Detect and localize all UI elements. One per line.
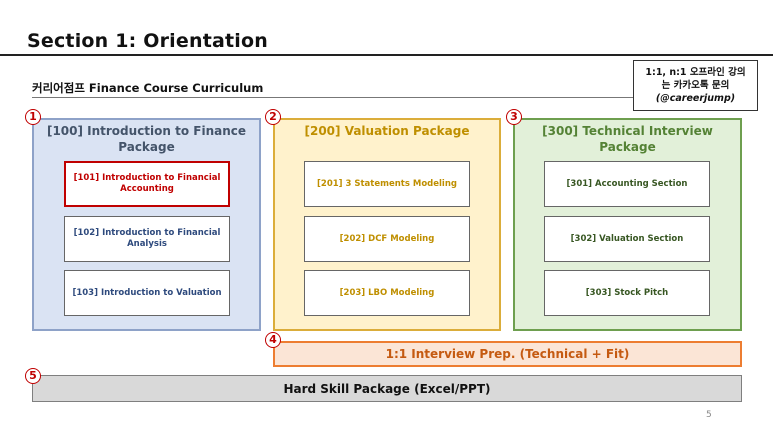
package-200-title: [200] Valuation Package	[304, 124, 470, 138]
contact-line-2: 는 카카오톡 문의	[661, 80, 730, 91]
package-100-title: [100] Introduction to Finance Package	[46, 124, 247, 154]
course-301[interactable]: [301] Accounting Section	[544, 161, 710, 207]
number-badge-3: 3	[506, 109, 522, 125]
course-101[interactable]: [101] Introduction to Financial Accounti…	[64, 161, 230, 207]
course-102[interactable]: [102] Introduction to Financial Analysis	[64, 216, 230, 262]
course-103[interactable]: [103] Introduction to Valuation	[64, 270, 230, 316]
package-200: [200] Valuation Package [201] 3 Statemen…	[273, 118, 501, 331]
contact-line-1: 1:1, n:1 오프라인 강의	[645, 67, 746, 78]
course-202[interactable]: [202] DCF Modeling	[304, 216, 470, 262]
package-300: [300] Technical Interview Package [301] …	[513, 118, 742, 331]
course-303[interactable]: [303] Stock Pitch	[544, 270, 710, 316]
course-203[interactable]: [203] LBO Modeling	[304, 270, 470, 316]
package-300-title: [300] Technical Interview Package	[542, 124, 713, 154]
number-badge-4: 4	[265, 332, 281, 348]
interview-prep-bar[interactable]: 1:1 Interview Prep. (Technical + Fit)	[273, 341, 742, 367]
title-divider	[0, 54, 773, 56]
hard-skill-bar[interactable]: Hard Skill Package (Excel/PPT)	[32, 375, 742, 402]
contact-handle: (@careerjump)	[655, 93, 736, 104]
subtitle-divider	[32, 97, 740, 98]
course-302[interactable]: [302] Valuation Section	[544, 216, 710, 262]
package-100: [100] Introduction to Finance Package [1…	[32, 118, 261, 331]
page-number: 5	[706, 410, 712, 420]
contact-callout: 1:1, n:1 오프라인 강의 는 카카오톡 문의 (@careerjump)	[633, 60, 758, 111]
curriculum-subtitle: 커리어점프 Finance Course Curriculum	[32, 81, 264, 95]
page-title: Section 1: Orientation	[27, 30, 268, 52]
course-201[interactable]: [201] 3 Statements Modeling	[304, 161, 470, 207]
number-badge-2: 2	[265, 109, 281, 125]
number-badge-5: 5	[25, 368, 41, 384]
number-badge-1: 1	[25, 109, 41, 125]
